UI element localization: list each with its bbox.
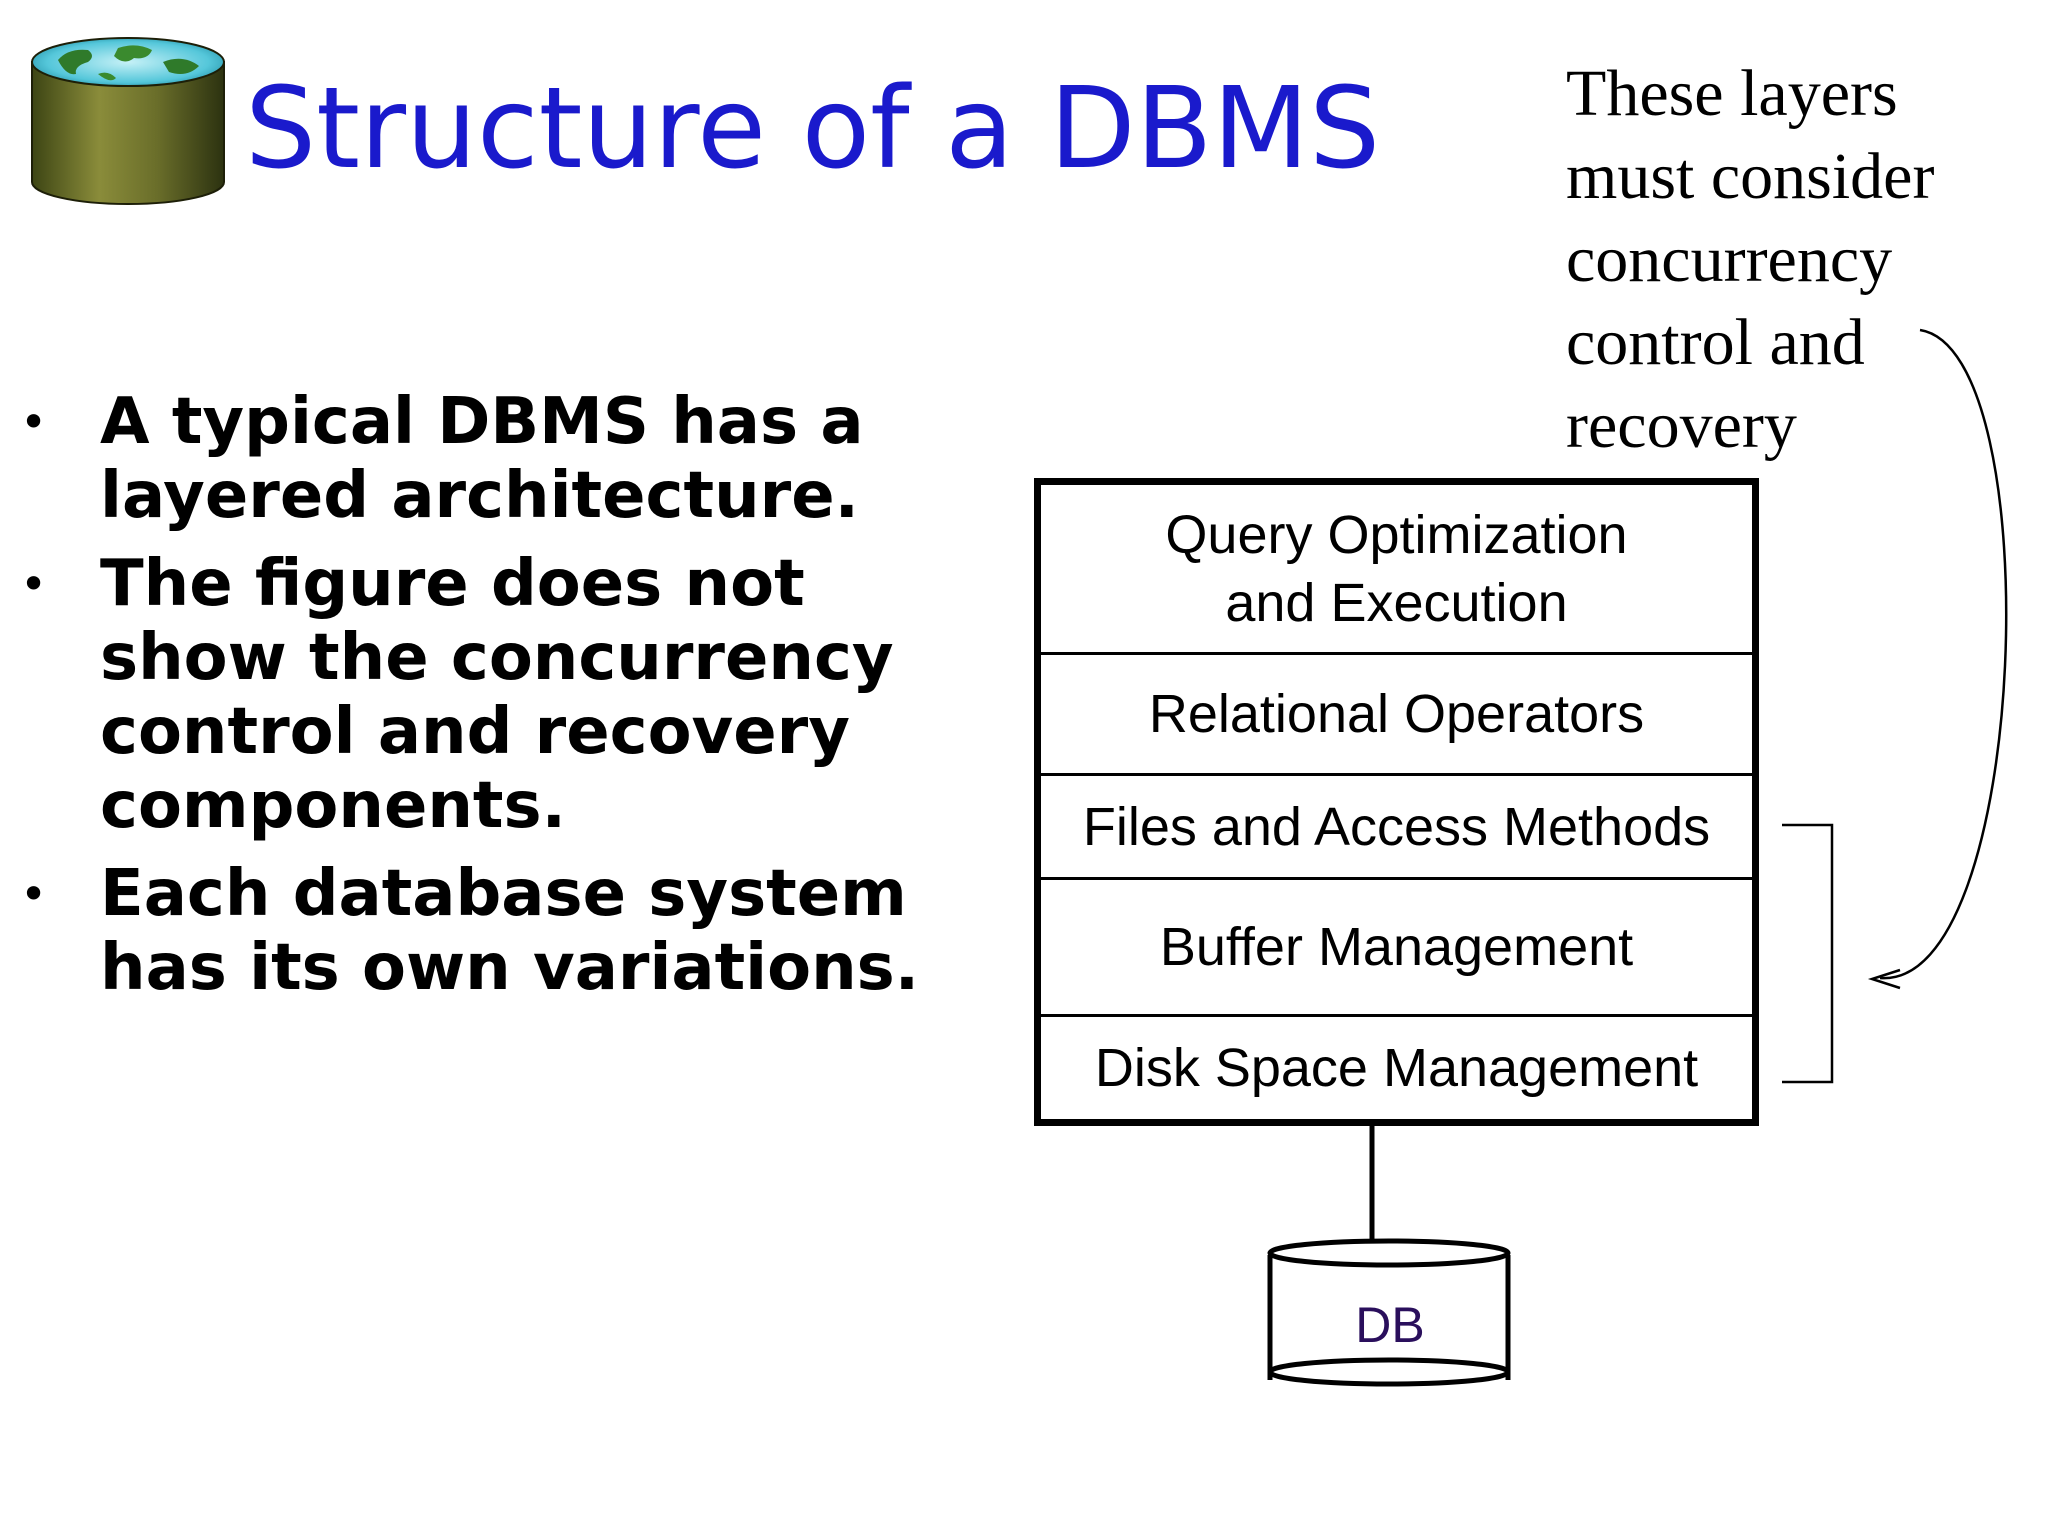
note-line: recovery	[1566, 389, 1797, 462]
layer-buffer-management: Buffer Management	[1041, 880, 1752, 1017]
layer-query-optimization: Query Optimization and Execution	[1041, 485, 1752, 655]
bullet-text: A typical DBMS has a layered architectur…	[100, 385, 864, 533]
layer-label: Disk Space Management	[1094, 1038, 1699, 1098]
bullet-text: Each database system has its own variati…	[100, 857, 920, 1005]
bullet-list: • A typical DBMS has a layered architect…	[20, 385, 920, 1019]
bullet-symbol: •	[20, 867, 48, 921]
layer-stack: Query Optimization and Execution Relatio…	[1034, 478, 1759, 1126]
bullet-text: The figure does not show the concurrency…	[100, 547, 894, 843]
db-label: DB	[1355, 1297, 1425, 1353]
bullet-item: • A typical DBMS has a layered architect…	[20, 385, 920, 533]
layer-label: Files and Access Methods	[1082, 796, 1711, 857]
layer-label: and Execution	[1225, 572, 1568, 633]
layer-label: Query Optimization	[1165, 504, 1628, 565]
database-globe-icon	[31, 37, 225, 205]
layer-files-access-methods: Files and Access Methods	[1041, 776, 1752, 880]
note-line: must consider	[1566, 140, 1935, 213]
arrow-head-icon	[1867, 968, 1901, 990]
note-line: control and	[1566, 306, 1865, 379]
layer-relational-operators: Relational Operators	[1041, 655, 1752, 776]
annotation-note: These layers must consider concurrency c…	[1566, 52, 1986, 467]
bullet-item: • The figure does not show the concurren…	[20, 547, 920, 843]
bullet-symbol: •	[20, 395, 48, 449]
note-line: These layers	[1566, 57, 1898, 130]
layer-bracket	[1782, 823, 1834, 1084]
layer-disk-space-management: Disk Space Management	[1041, 1017, 1752, 1119]
bullet-item: • Each database system has its own varia…	[20, 857, 920, 1005]
slide-title: Structure of a DBMS	[245, 64, 1381, 194]
layer-label: Relational Operators	[1148, 684, 1645, 744]
layer-label: Buffer Management	[1159, 917, 1634, 977]
bullet-symbol: •	[20, 557, 48, 611]
note-line: concurrency	[1566, 223, 1893, 296]
